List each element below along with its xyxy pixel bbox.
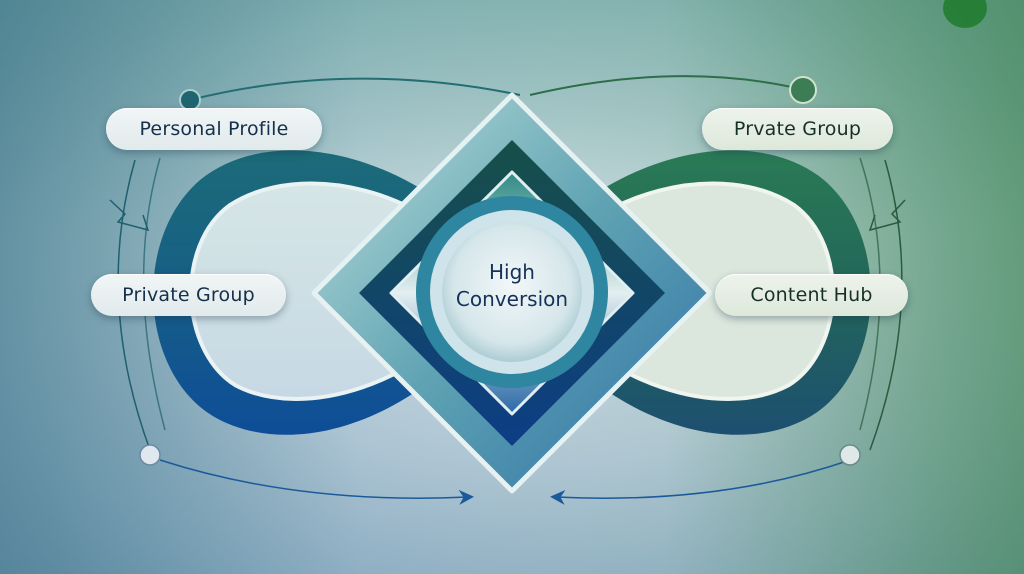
node-private-group-top: Prvate Group — [702, 108, 893, 150]
node-label: Private Group — [122, 284, 255, 306]
node-dot-icon — [789, 76, 817, 104]
node-label: Prvate Group — [733, 118, 862, 140]
node-dot-icon — [179, 89, 201, 111]
node-private-group-left: Private Group — [91, 274, 286, 316]
node-label: Content Hub — [750, 284, 873, 306]
center-label-line1: High — [489, 260, 535, 284]
node-dot-icon — [139, 444, 161, 466]
node-dot-icon — [839, 444, 861, 466]
center-label: High Conversion — [432, 246, 592, 326]
node-content-hub: Content Hub — [715, 274, 908, 316]
center-label-line2: Conversion — [455, 287, 569, 311]
node-personal-profile: Personal Profile — [106, 108, 322, 150]
node-label: Personal Profile — [139, 118, 289, 140]
